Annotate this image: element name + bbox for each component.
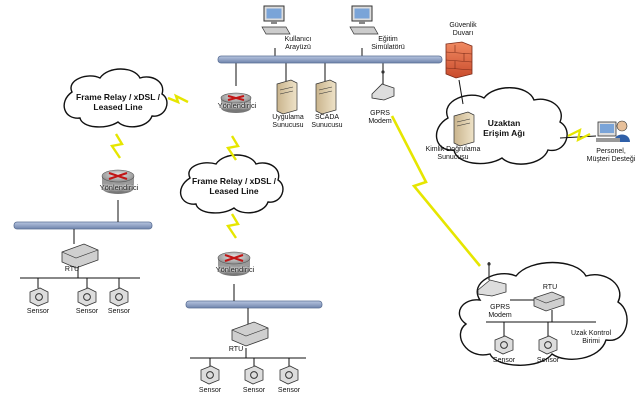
rtu-icon	[61, 243, 99, 269]
router-top-label: Yönlendirici	[217, 101, 257, 110]
firewall-label: Güvenlik Duvarı	[449, 22, 477, 37]
lightning-frame-relay-left	[167, 93, 189, 105]
sensor-label: Sensor	[277, 387, 301, 394]
sensor-icon	[200, 365, 220, 385]
remote-gprs-modem-label: GPRS Modem	[488, 304, 512, 319]
router-icon	[101, 169, 135, 194]
authentication-server-icon	[453, 111, 475, 147]
rtu-middle-label: RTU	[228, 346, 244, 353]
frame-relay-middle-label: Frame Relay / xDSL / Leased Line	[192, 176, 276, 196]
workstation-icon	[349, 5, 379, 35]
authentication-server-label: Kimlik Doğrulama Sunucusu	[425, 146, 481, 161]
firewall-icon	[445, 41, 473, 79]
lightning-middle-router-link	[226, 213, 240, 239]
application-server-icon	[276, 79, 298, 115]
router-icon	[220, 92, 252, 113]
frame-relay-cloud-left	[63, 68, 168, 128]
sensor-icon	[244, 365, 264, 385]
sensor-icon	[279, 365, 299, 385]
lightning-personnel-link	[567, 128, 591, 142]
sensor-label: Sensor	[75, 308, 99, 315]
gprs-modem-icon	[477, 262, 507, 297]
scada-server-icon	[315, 79, 337, 115]
gprs-modem-label: GPRS Modem	[368, 110, 392, 125]
router-left-label: Yönlendirici	[99, 183, 139, 192]
remote-control-unit-label: Uzak Kontrol Birimi	[570, 330, 612, 345]
sensor-label: Sensor	[536, 357, 560, 364]
rtu-remote-label: RTU	[542, 284, 558, 291]
application-server-label: Uygulama Sunucusu	[272, 114, 304, 129]
sensor-icon	[109, 287, 129, 307]
rtu-icon	[231, 321, 269, 347]
sensor-label: Sensor	[242, 387, 266, 394]
scada-server-label: SCADA Sunucusu	[311, 114, 343, 129]
remote-access-network-label: Uzaktan Erişim Ağı	[483, 118, 525, 138]
lightning-left-router-link	[110, 133, 124, 159]
sensor-label: Sensor	[107, 308, 131, 315]
sensor-icon	[77, 287, 97, 307]
frame-relay-left-label: Frame Relay / xDSL / Leased Line	[76, 92, 160, 112]
sensor-label: Sensor	[492, 357, 516, 364]
rtu-icon	[533, 291, 565, 312]
training-simulator-label: Eğitim Simülatörü	[371, 36, 405, 51]
rtu-left-label: RTU	[64, 266, 80, 273]
workstation-icon	[261, 5, 291, 35]
sensor-icon	[29, 287, 49, 307]
sensor-icon	[538, 335, 558, 355]
main-network-bus	[217, 55, 443, 64]
middle-network-bus	[185, 300, 323, 309]
left-network-bus	[13, 221, 153, 230]
router-icon	[217, 251, 251, 276]
sensor-label: Sensor	[26, 308, 50, 315]
lightning-middle-cloud-link	[226, 135, 240, 161]
sensor-icon	[494, 335, 514, 355]
lightning-gprs-link	[390, 115, 482, 267]
personnel-label: Personel, Müşteri Desteği	[586, 148, 636, 163]
router-middle-label: Yönlendirici	[215, 265, 255, 274]
gprs-modem-icon	[371, 70, 395, 101]
personnel-icon	[596, 120, 630, 142]
sensor-label: Sensor	[198, 387, 222, 394]
frame-relay-cloud-middle	[179, 154, 284, 214]
user-interface-label: Kullanıcı Arayüzü	[284, 36, 312, 51]
